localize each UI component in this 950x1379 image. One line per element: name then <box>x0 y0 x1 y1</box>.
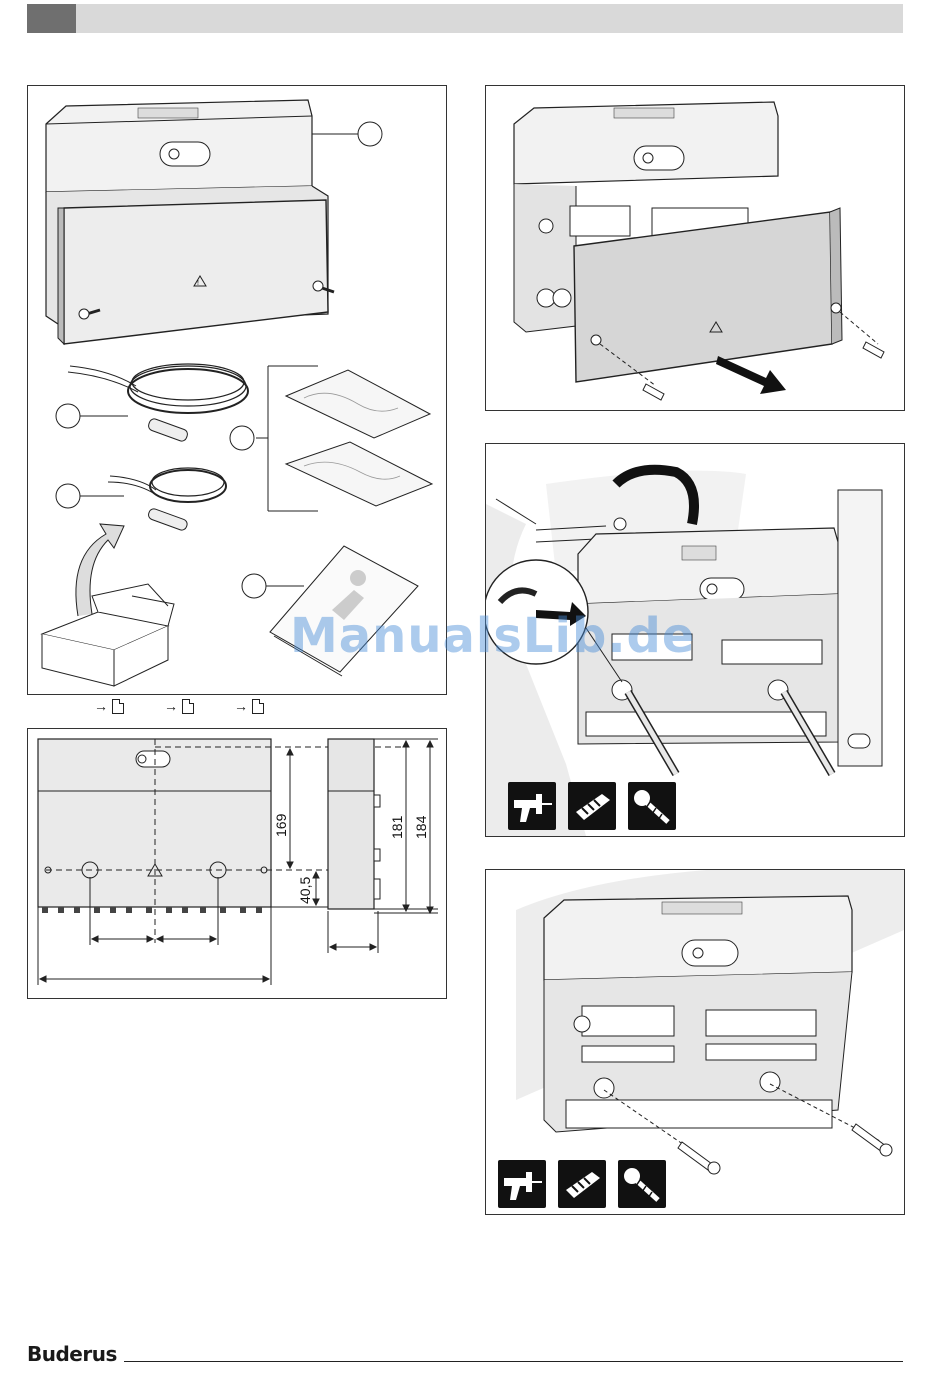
cover-plate <box>574 212 832 382</box>
temperature-sensor-short-icon <box>56 468 226 531</box>
dimension-drawing: 169 40,5 181 184 <box>28 729 446 998</box>
dimension-184: 184 <box>413 815 429 839</box>
shipping-box-icon <box>42 524 174 686</box>
drill-icon <box>498 1160 546 1208</box>
scope-of-delivery-illustration: ! <box>28 86 446 694</box>
dimension-40-5: 40,5 <box>297 877 313 904</box>
remove-cover-illustration <box>486 86 904 410</box>
drill-icon <box>508 782 556 830</box>
brand-logo: Buderus <box>27 1342 117 1366</box>
header-tab <box>27 4 76 33</box>
panel-scope-of-delivery: ! <box>27 85 447 695</box>
watermark: ManualsLib.de <box>290 608 695 664</box>
accessory-bags-icon <box>230 366 432 511</box>
page-icon <box>182 699 194 714</box>
screw-icon <box>618 1160 666 1208</box>
footer-rule <box>124 1361 903 1362</box>
page-ref-1[interactable]: → <box>94 698 124 714</box>
panel-remove-cover <box>485 85 905 411</box>
temperature-sensor-long-icon <box>56 364 248 442</box>
page-icon <box>252 699 264 714</box>
page-icon <box>112 699 124 714</box>
header-bar <box>27 4 903 33</box>
wall-plug-icon <box>558 1160 606 1208</box>
dimension-169: 169 <box>273 813 289 837</box>
controller-box-icon: ! <box>46 100 382 344</box>
dimension-181: 181 <box>389 815 405 839</box>
pull-arrow-icon <box>716 356 786 394</box>
panel-fixing-screws <box>485 869 905 1215</box>
screw-icon <box>628 782 676 830</box>
fixing-screws-illustration <box>486 870 904 1214</box>
panel-dimensions: 169 40,5 181 184 <box>27 728 447 999</box>
wall-plug-icon <box>568 782 616 830</box>
svg-text:!: ! <box>197 280 199 287</box>
page-ref-3[interactable]: → <box>234 698 264 714</box>
page-ref-2[interactable]: → <box>164 698 194 714</box>
side-view-outline <box>328 739 374 909</box>
